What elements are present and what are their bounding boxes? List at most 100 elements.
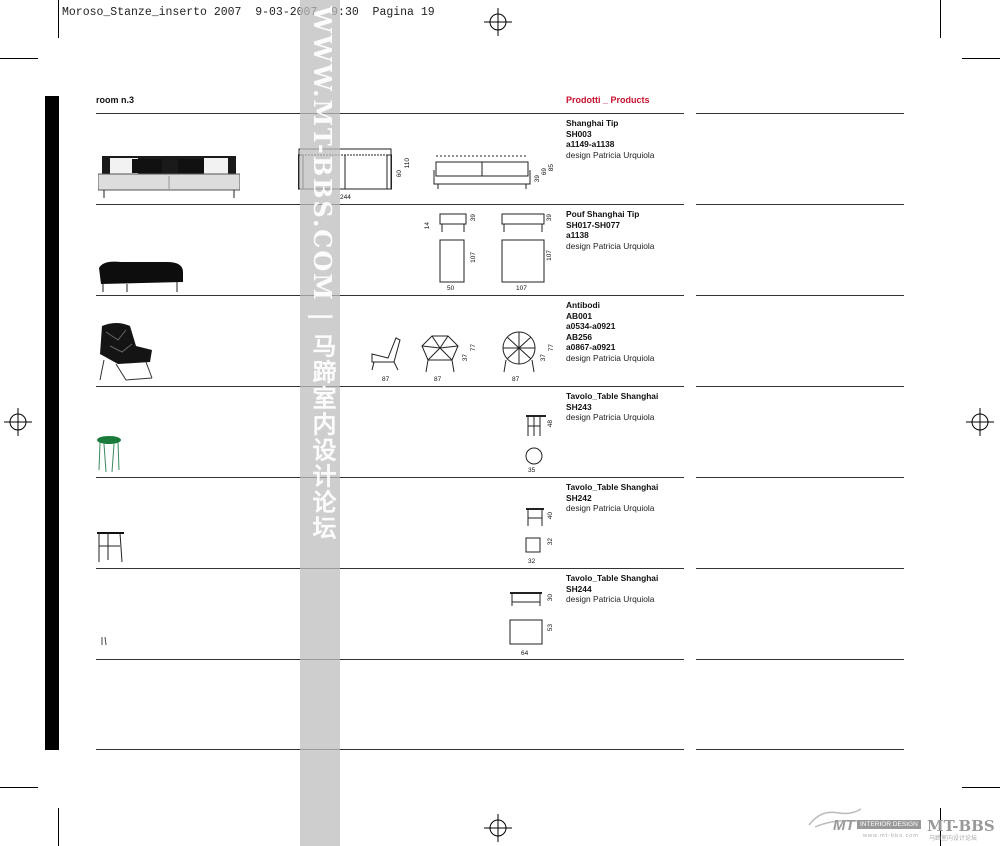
table-sh242-side-drawing [526,508,544,526]
row-divider [696,113,904,114]
product-info: Pouf Shanghai Tip SH017-SH077 a1138 desi… [566,209,654,251]
table-sh242-plan-drawing [525,537,541,553]
product-code: SH244 [566,583,592,594]
row-divider [96,568,684,569]
row-divider [696,204,904,205]
crop-mark [58,0,59,38]
dimension-label: 39 [470,214,477,222]
row-divider [696,295,904,296]
product-designer: design Patricia Urquiola [566,503,655,513]
crop-mark [0,787,38,788]
pouf-small-drawing [439,213,467,283]
row-divider [96,295,684,296]
row-divider [96,749,684,750]
antibodi-front-drawing-2 [502,331,536,373]
product-designer: design Patricia Urquiola [566,594,655,604]
dimension-label: 107 [546,250,553,261]
row-divider [96,204,684,205]
dimension-label: 87 [512,376,520,383]
watermark-text: WWW.MT-BBS.COM | 马蹄室内设计论坛 [308,6,337,542]
product-info: Shanghai Tip SH003 a1149-a1138 design Pa… [566,118,654,160]
product-code: SH243 [566,401,592,412]
registration-mark-left [4,408,32,436]
dimension-label: 107 [516,285,527,292]
registration-mark-bottom [484,814,512,842]
dimension-label: 85 [548,164,555,172]
product-finish: a0867-a0921 [566,342,616,352]
sofa-front-drawing [433,155,531,189]
dimension-label: 39 [534,175,541,183]
product-finish: a1138 [566,230,589,240]
horse-logo-icon [808,808,862,828]
product-name: Pouf Shanghai Tip [566,209,640,219]
table-sh243-plan-drawing [525,447,543,465]
dimension-label: 39 [546,214,553,222]
dimension-label: 60 [396,170,403,178]
row-divider [96,477,684,478]
row-divider [696,386,904,387]
table-sh243-side-drawing [526,415,546,436]
sofa-photo [98,156,240,198]
footer-url: www.mt-bbs.com [863,833,919,839]
dimension-label: 37 [540,354,547,362]
product-name: Tavolo_Table Shanghai [566,573,659,583]
registration-mark-right [966,408,994,436]
product-info: Tavolo_Table Shanghai SH244 design Patri… [566,573,658,605]
dimension-label: 77 [548,344,555,352]
row-divider [696,477,904,478]
footer-cn: 马蹄室内设计论坛 [929,836,978,842]
dimension-label: 50 [447,285,455,292]
dimension-label: 77 [470,344,477,352]
product-info: Tavolo_Table Shanghai SH242 design Patri… [566,482,658,514]
row-divider [96,659,684,660]
dimension-label: 87 [434,376,442,383]
product-name: Antibodi [566,300,600,310]
antibodi-front-drawing [421,335,459,373]
pouf-large-drawing [501,213,545,283]
dimension-label: 244 [340,194,351,201]
table-sh244-photo [101,636,107,646]
product-finish: a0534-a0921 [566,321,616,331]
dimension-label: 107 [470,252,477,263]
product-info: Tavolo_Table Shanghai SH243 design Patri… [566,391,658,423]
dimension-label: 87 [382,376,390,383]
product-name: Tavolo_Table Shanghai [566,482,659,492]
row-divider [696,568,904,569]
dimension-label: 14 [424,222,431,230]
product-code: AB001 [566,310,593,321]
page-edge-bar [45,96,59,750]
watermark-band [300,0,340,846]
product-designer: design Patricia Urquiola [566,240,655,251]
dimension-label: 64 [521,650,529,657]
product-finish: a1149-a1138 [566,139,615,149]
dimension-label: 40 [547,512,554,520]
row-divider [96,386,684,387]
dimension-label: 35 [528,467,536,474]
product-code: SH017-SH077 [566,219,621,230]
footer-mt: MT [833,817,855,834]
dimension-label: 32 [547,538,554,546]
crop-mark [940,0,941,38]
row-divider [696,659,904,660]
product-code: SH242 [566,492,592,503]
dimension-label: 48 [547,420,554,428]
table-sh244-side-drawing [510,592,542,606]
dimension-label: 53 [547,624,554,632]
crop-mark [962,58,1000,59]
product-designer: design Patricia Urquiola [566,412,655,422]
dimension-label: 69 [541,168,548,176]
product-code: SH003 [566,128,592,139]
product-name: Tavolo_Table Shanghai [566,391,659,401]
registration-mark-top [484,8,512,36]
dimension-label: 30 [547,594,554,602]
product-designer: design Patricia Urquiola [566,352,655,363]
crop-mark [0,58,38,59]
table-sh242-photo [97,532,124,563]
dimension-label: 37 [462,354,469,362]
product-name: Shanghai Tip [566,118,619,128]
room-label: room n.3 [96,95,135,105]
product-info: Antibodi AB001 a0534-a0921 AB256 a0867-a… [566,300,654,363]
row-divider [696,749,904,750]
footer-logo: MT INTERIOR DESIGN MT-BBS www.mt-bbs.com… [805,805,1000,842]
antibodi-side-drawing [371,337,401,371]
